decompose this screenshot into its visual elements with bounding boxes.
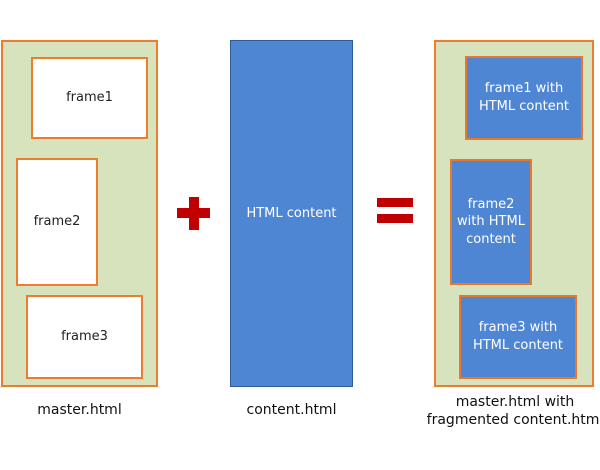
- result-caption-line1: master.html with: [455, 394, 575, 410]
- result-caption: master.html with fragmented content.html: [420, 393, 600, 429]
- result-caption-line2: fragmented content.html: [426, 412, 600, 429]
- plus-icon: [176, 196, 211, 231]
- result-frame1: frame1 with HTML content: [465, 56, 583, 140]
- master-caption: master.html: [37, 402, 122, 418]
- result-frame2: frame2 with HTML content: [450, 159, 532, 285]
- master-frame1: frame1: [31, 57, 148, 139]
- result-panel: frame1 with HTML content frame2 with HTM…: [434, 40, 594, 387]
- master-frame2: frame2: [16, 158, 98, 286]
- master-frame3: frame3: [26, 295, 143, 379]
- master-panel: frame1 frame2 frame3: [1, 40, 158, 387]
- equals-icon: [377, 198, 413, 224]
- content-column: HTML content: [230, 40, 353, 387]
- content-caption: content.html: [246, 402, 337, 418]
- result-frame3: frame3 with HTML content: [459, 295, 577, 379]
